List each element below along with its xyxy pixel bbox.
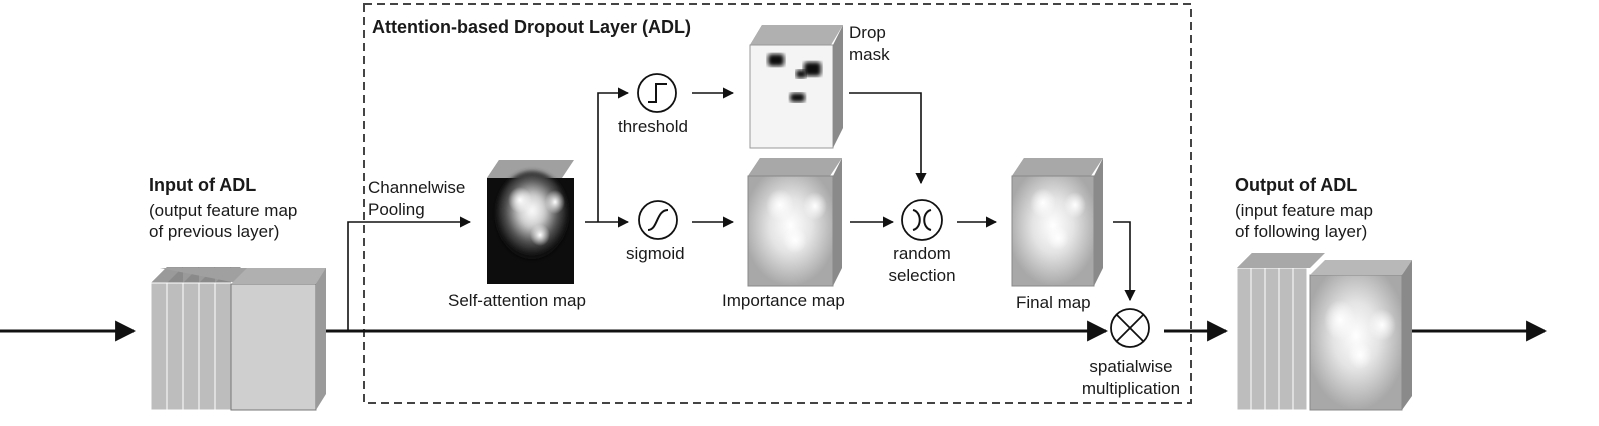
- branch-arrows: [347, 87, 1136, 331]
- output-feature-cube: [1236, 253, 1412, 411]
- drop-mask-image: [749, 25, 843, 149]
- output-subtitle-2: of following layer): [1235, 222, 1368, 241]
- input-title: Input of ADL: [149, 175, 257, 195]
- final-map-label: Final map: [1016, 293, 1091, 312]
- pooling-label-2: Pooling: [368, 200, 425, 219]
- final-map-image: [1011, 158, 1103, 287]
- spatialwise-label-2: multiplication: [1081, 379, 1181, 398]
- drop-mask-label-1: Drop: [849, 23, 886, 42]
- spatialwise-label-1: spatialwise: [1089, 357, 1173, 376]
- threshold-step-icon: [637, 73, 677, 113]
- multiply-icon: [1110, 308, 1150, 348]
- drop-mask-label-2: mask: [849, 45, 890, 64]
- random-selection-icon: [901, 199, 943, 241]
- self-attention-map-image: [487, 160, 574, 284]
- importance-map-image: [747, 158, 842, 287]
- adl-module-box: [363, 3, 1192, 404]
- random-label-2: selection: [888, 266, 956, 285]
- adl-module-title: Attention-based Dropout Layer (ADL): [372, 17, 691, 37]
- input-subtitle-2: of previous layer): [149, 222, 280, 241]
- importance-map-label: Importance map: [722, 291, 845, 310]
- output-subtitle-1: (input feature map: [1235, 201, 1373, 220]
- sigmoid-label: sigmoid: [626, 244, 685, 263]
- threshold-label: threshold: [618, 117, 688, 136]
- input-feature-cube: [150, 267, 326, 411]
- self-attention-map-label: Self-attention map: [448, 291, 586, 310]
- pooling-label-1: Channelwise: [368, 178, 466, 197]
- sigmoid-curve-icon: [638, 200, 678, 240]
- random-label-1: random: [893, 244, 951, 263]
- input-subtitle-1: (output feature map: [149, 201, 298, 220]
- output-title: Output of ADL: [1235, 175, 1358, 195]
